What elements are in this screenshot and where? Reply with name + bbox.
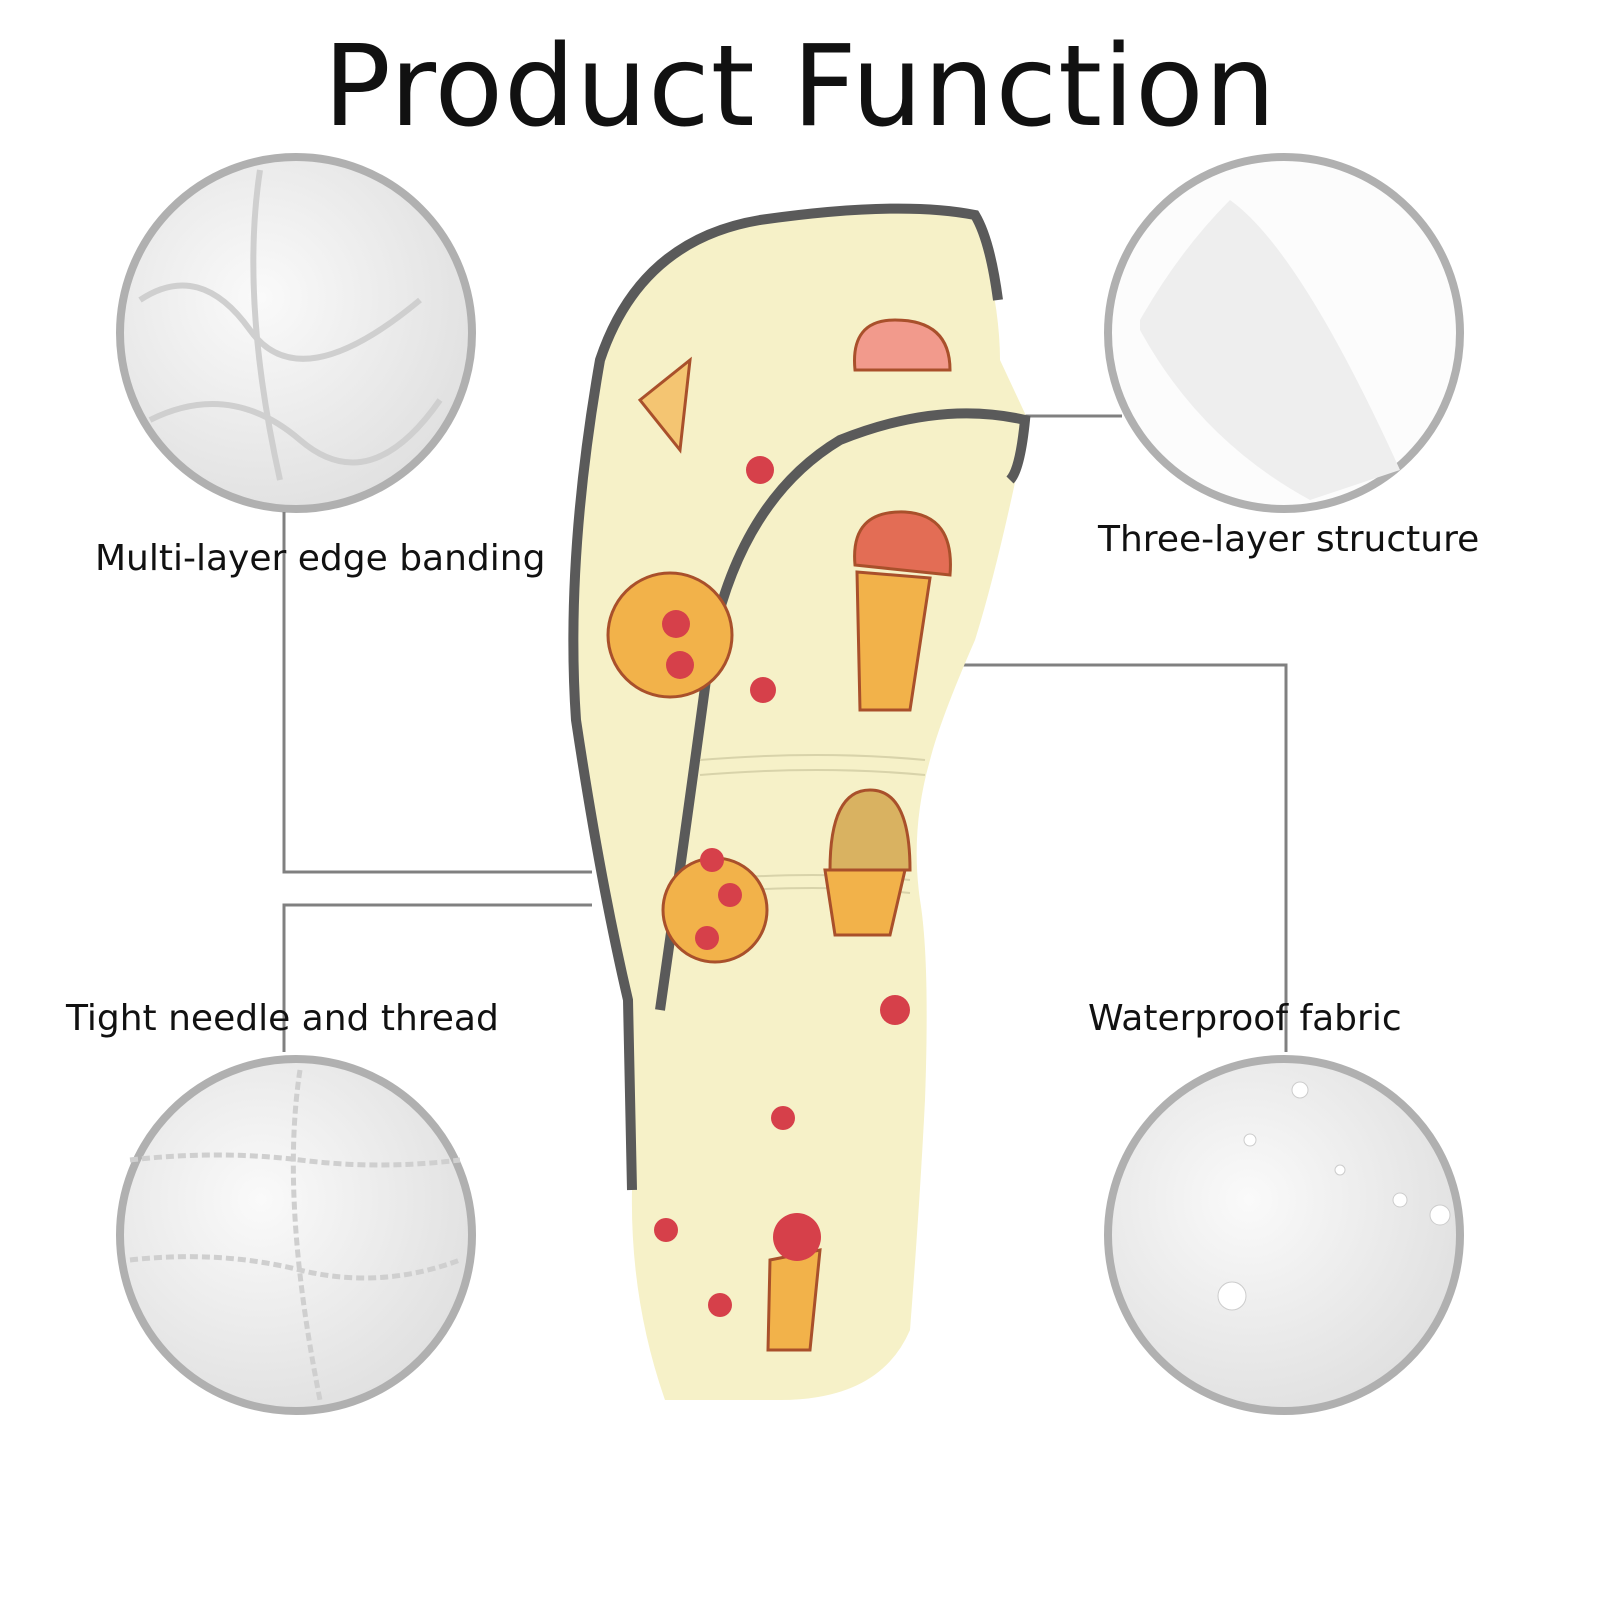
feature-label-needle-thread: Tight needle and thread — [66, 998, 499, 1039]
page-title: Product Function — [323, 22, 1277, 152]
detail-circle-three-layer — [1104, 153, 1464, 513]
golf-headcover — [568, 203, 1031, 1401]
detail-circle-edge-banding — [116, 153, 476, 513]
connector-lines — [282, 414, 1288, 1052]
detail-circle-waterproof — [1104, 1055, 1464, 1415]
feature-label-three-layer: Three-layer structure — [1098, 519, 1480, 560]
feature-label-edge-banding: Multi-layer edge banding — [95, 538, 546, 579]
feature-label-waterproof: Waterproof fabric — [1088, 998, 1402, 1039]
detail-circle-needle-thread — [116, 1055, 476, 1415]
